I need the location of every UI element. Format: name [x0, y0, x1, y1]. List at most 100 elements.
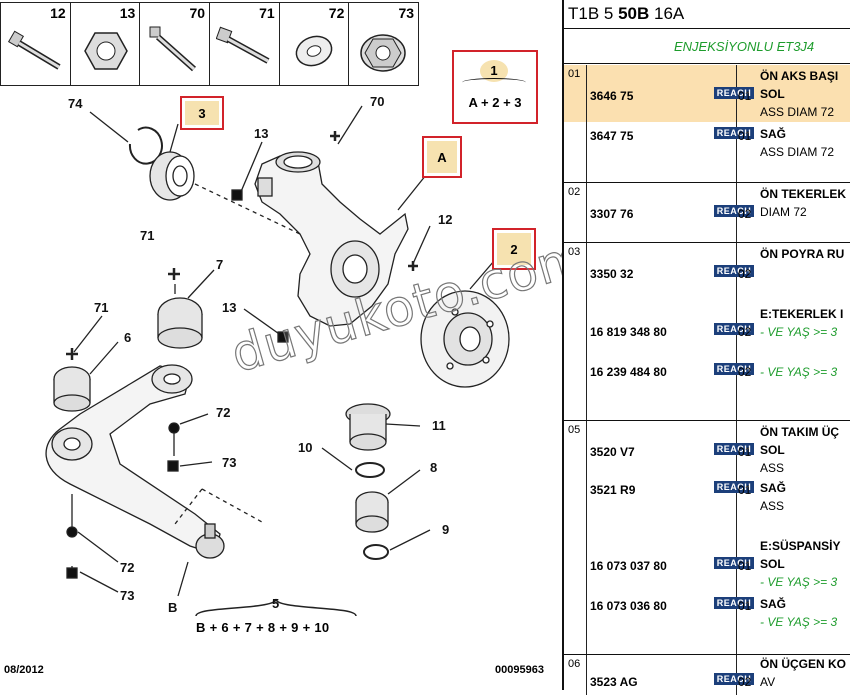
label-73-lower[interactable]: 73 — [120, 588, 135, 603]
parts-list-panel: T1B 5 50B 16A ENJEKSİYONLU ET3J4 01 3646… — [562, 0, 850, 695]
label-72-upper[interactable]: 72 — [216, 405, 231, 420]
part-description: E:SÜSPANSİY SOL - VE YAŞ >= 3 — [760, 537, 840, 591]
part-cell-13[interactable]: 13 — [69, 3, 140, 85]
washer-icon — [295, 35, 333, 67]
legend-circle: 1 — [480, 60, 508, 82]
desc-title: ÖN AKS BAŞI — [760, 69, 839, 83]
label-9[interactable]: 9 — [442, 522, 450, 537]
desc-title: E:SÜSPANSİY — [760, 539, 841, 553]
engine-label: ENJEKSİYONLU ET3J4 — [564, 29, 850, 64]
label-71-upper[interactable]: 71 — [140, 228, 155, 243]
desc-line: AV — [760, 675, 776, 689]
desc-title: ÖN TAKIM ÜÇ — [760, 425, 840, 439]
label-5[interactable]: 5 — [272, 596, 280, 611]
part-cell-12[interactable]: 12 — [0, 3, 70, 85]
quantity: 02 — [738, 365, 752, 379]
part-number: 3523 AG — [590, 675, 638, 689]
header-bold: 50B — [618, 4, 650, 23]
label-74[interactable]: 74 — [68, 96, 83, 111]
reach-badge: REACH — [714, 127, 754, 139]
desc-title: E:TEKERLEK I — [760, 307, 844, 321]
divider — [586, 65, 587, 182]
part-number: 3520 V7 — [590, 445, 635, 459]
quantity: 01 — [738, 559, 752, 573]
desc-line: SOL — [760, 87, 785, 101]
label-10[interactable]: 10 — [298, 440, 313, 455]
desc-line: SOL — [760, 557, 785, 571]
callout-2[interactable]: 2 — [492, 228, 536, 270]
reach-badge: REACH — [714, 323, 754, 335]
desc-line: SOL — [760, 443, 785, 457]
desc-title: ÖN ÜÇGEN KO — [760, 657, 847, 671]
part-cell-73[interactable]: 73 — [348, 3, 418, 85]
part-cell-71[interactable]: 71 — [209, 3, 279, 85]
group-03: 03 3350 32 REACH 02 ÖN POYRA RU 16 819 3… — [564, 243, 850, 421]
label-8[interactable]: 8 — [430, 460, 438, 475]
part-description: E:TEKERLEK I- VE YAŞ >= 3 — [760, 305, 843, 341]
quantity: 02 — [738, 675, 752, 689]
desc-line: ASS — [760, 499, 785, 513]
label-B[interactable]: B — [168, 600, 178, 615]
divider — [586, 243, 587, 420]
part-number: 13 — [119, 5, 136, 21]
part-cell-72[interactable]: 72 — [278, 3, 349, 85]
part-description: ÖN TAKIM ÜÇ SOL ASS — [760, 423, 839, 477]
nut-icon — [83, 32, 128, 70]
reach-badge: REACH — [714, 557, 754, 569]
desc-line: DIAM 72 — [760, 205, 807, 219]
reach-badge: REACH — [714, 265, 754, 277]
label-6[interactable]: 6 — [124, 330, 132, 345]
part-number: 16 819 348 80 — [590, 325, 667, 339]
header-suffix: 16A — [649, 4, 685, 23]
desc-line: - VE YAŞ >= 3 — [760, 575, 838, 589]
selected-row-highlight — [564, 65, 850, 122]
label-13-lower[interactable]: 13 — [222, 300, 237, 315]
desc-title: SAĞ — [760, 127, 787, 141]
reach-badge: REACH — [714, 87, 754, 99]
flange-nut-icon — [360, 34, 407, 72]
part-description: SAĞ- VE YAŞ >= 3 — [760, 595, 837, 631]
label-12[interactable]: 12 — [438, 212, 453, 227]
desc-line: - VE YAŞ >= 3 — [760, 365, 838, 379]
bolt-icon — [7, 30, 61, 70]
label-70[interactable]: 70 — [370, 94, 385, 109]
reach-badge: REACH — [714, 363, 754, 375]
quantity: 01 — [738, 445, 752, 459]
label-11[interactable]: 11 — [432, 418, 446, 433]
part-number: 72 — [328, 5, 345, 21]
callout-text: 2 — [497, 233, 531, 265]
label-7[interactable]: 7 — [216, 257, 224, 272]
label-72-lower[interactable]: 72 — [120, 560, 135, 575]
callout-A[interactable]: A — [422, 136, 462, 178]
part-description: ÖN POYRA RU — [760, 245, 844, 263]
reach-badge: REACH — [714, 205, 754, 217]
group-number: 02 — [568, 186, 581, 198]
reach-badge: REACH — [714, 443, 754, 455]
desc-line: ASS — [760, 461, 785, 475]
label-73-upper[interactable]: 73 — [222, 455, 237, 470]
label-13-upper[interactable]: 13 — [254, 126, 269, 141]
desc-title: ÖN POYRA RU — [760, 247, 845, 261]
part-number: 16 073 036 80 — [590, 599, 667, 613]
suspension-drawing — [45, 105, 510, 617]
fastener-strip: 12 13 70 71 72 73 — [0, 2, 419, 86]
quantity: 02 — [738, 267, 752, 281]
reach-badge: REACH — [714, 673, 754, 685]
group-number: 03 — [568, 246, 581, 258]
desc-title: SAĞ — [760, 597, 787, 611]
callout-3[interactable]: 3 — [180, 96, 224, 130]
part-number: 71 — [259, 5, 275, 21]
label-71-lower[interactable]: 71 — [94, 300, 109, 315]
screw-icon — [216, 26, 270, 64]
part-number: 3521 R9 — [590, 483, 636, 497]
stud-icon — [149, 26, 197, 72]
part-number: 3307 76 — [590, 207, 634, 221]
part-cell-70[interactable]: 70 — [139, 3, 209, 85]
header-prefix: T1B 5 — [568, 4, 619, 23]
drawing-ref: 00095963 — [495, 664, 544, 676]
legend-box: 1 A + 2 + 3 — [452, 50, 538, 124]
